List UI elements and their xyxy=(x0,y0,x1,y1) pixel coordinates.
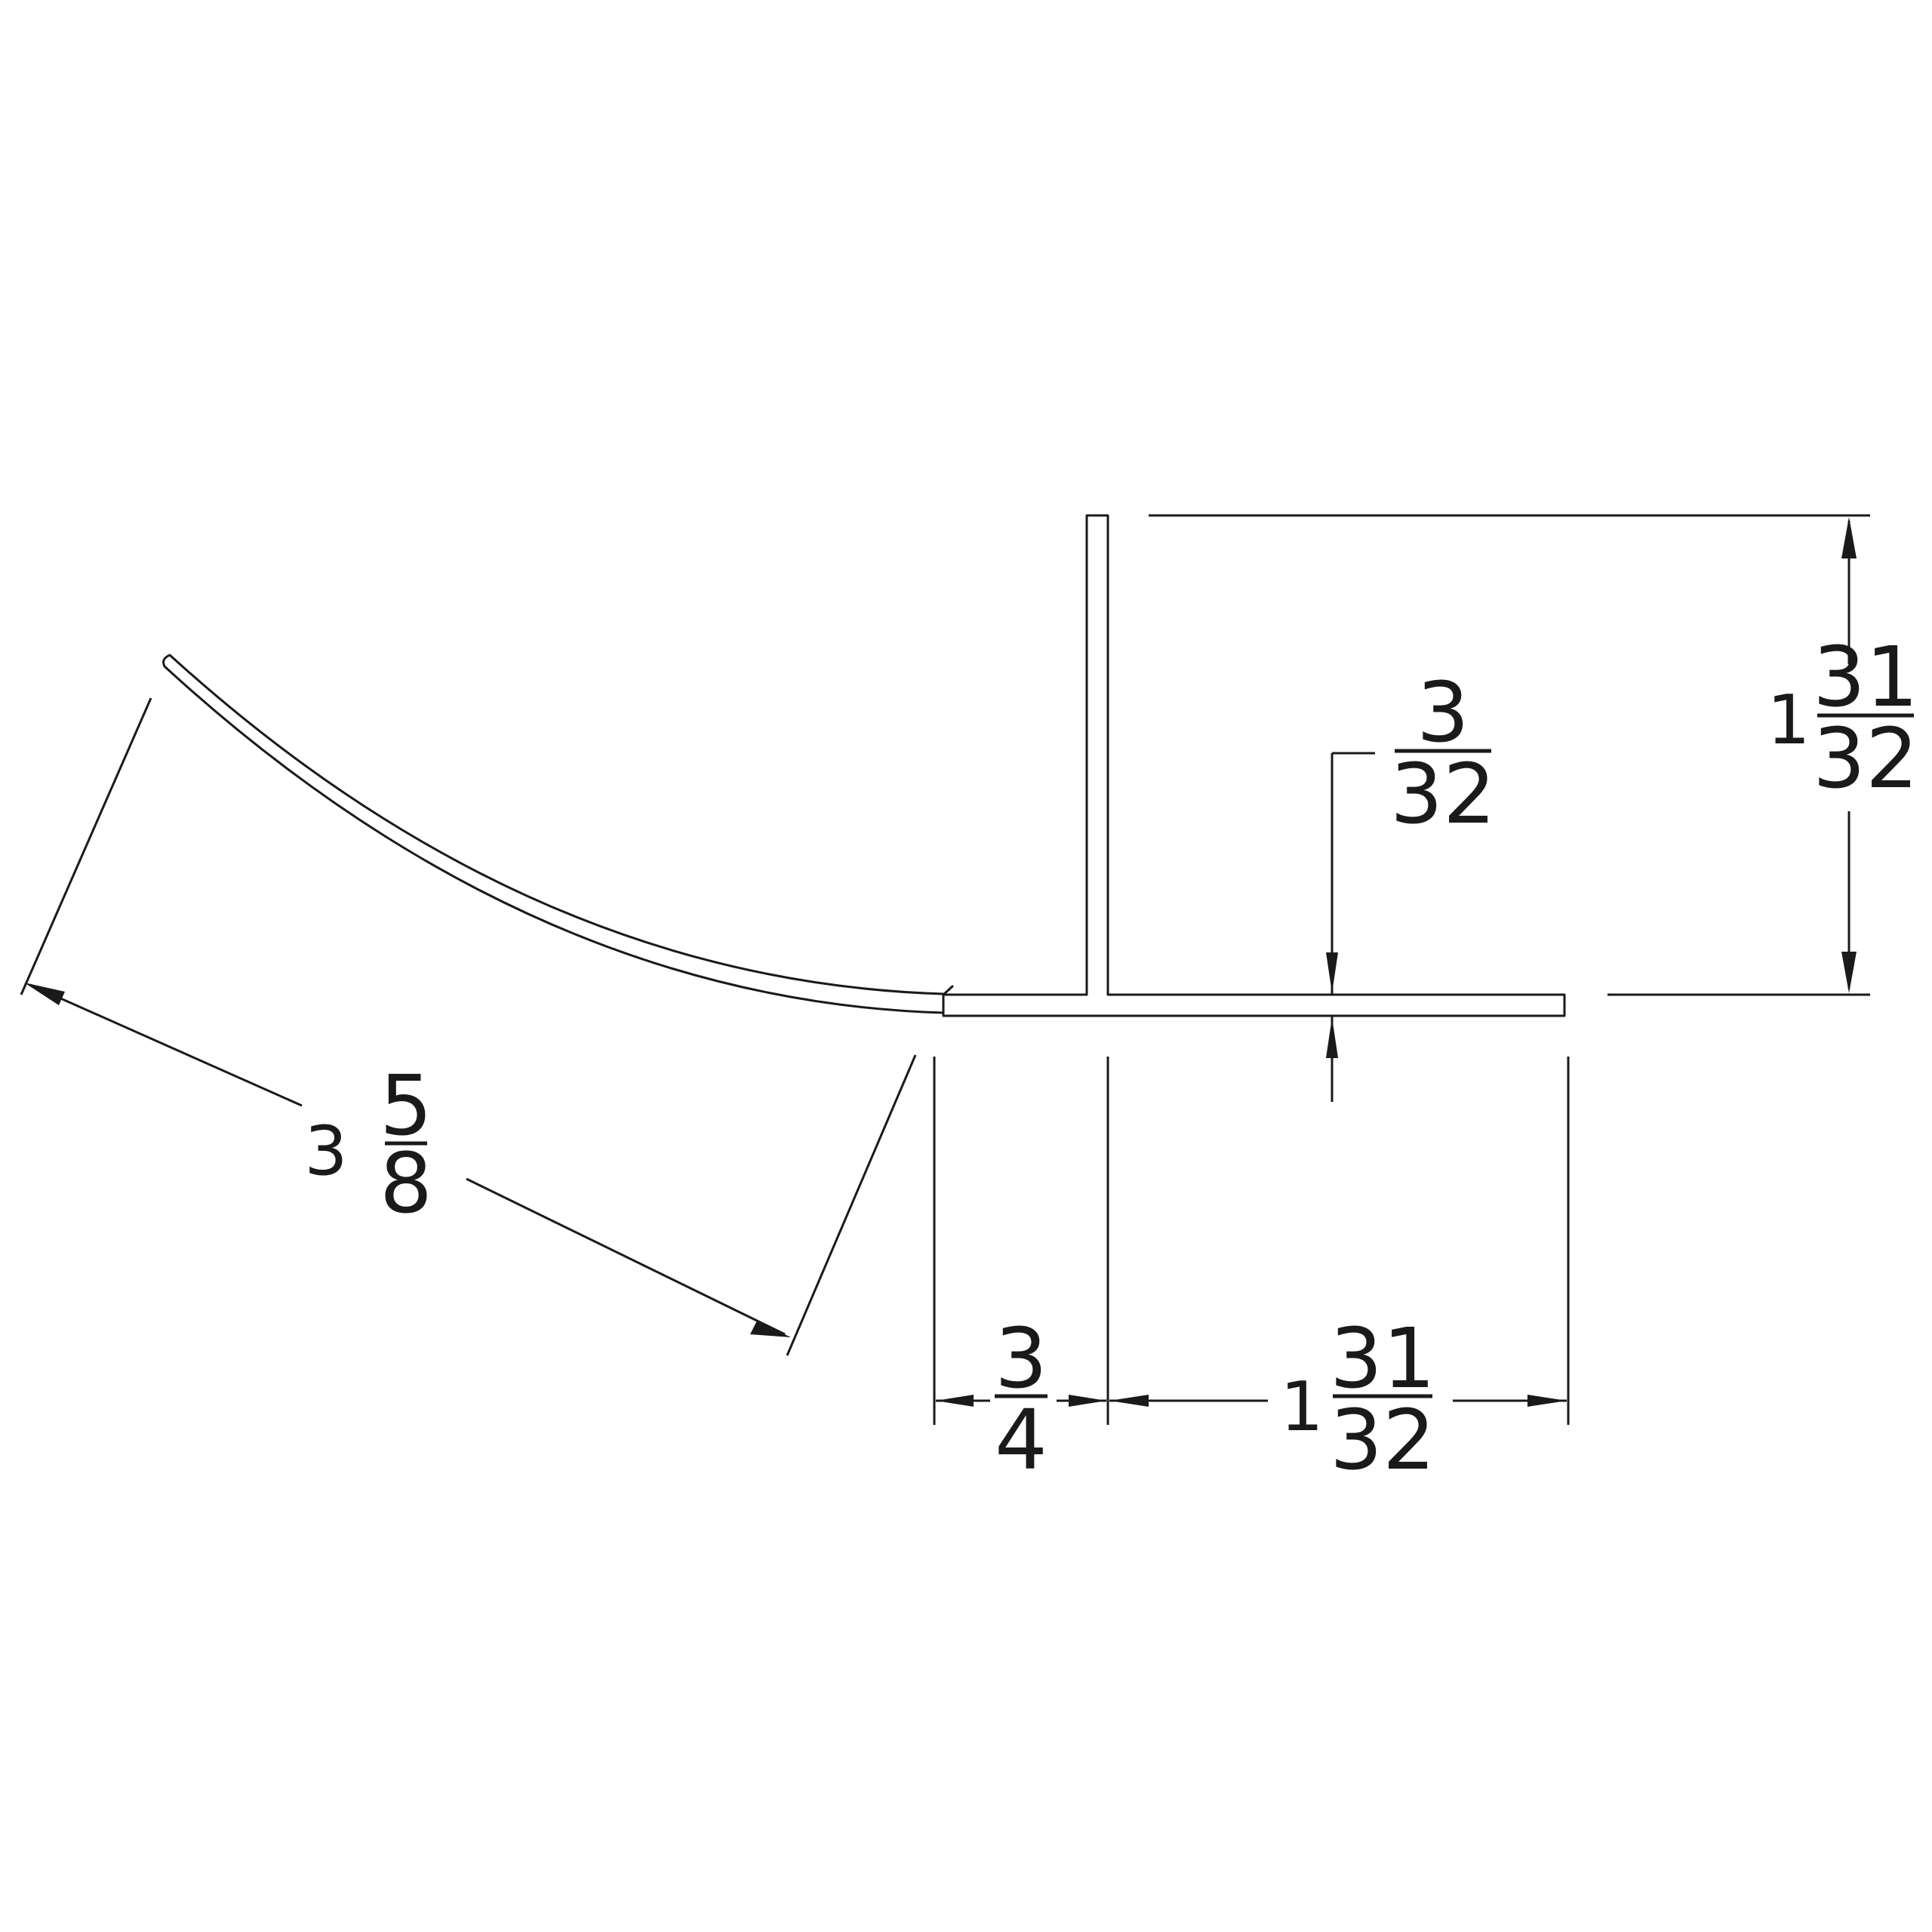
dimension-line xyxy=(466,1177,786,1336)
dimension-numerator: 5 xyxy=(380,1057,432,1154)
dimension-line xyxy=(29,983,303,1107)
arrowhead xyxy=(1326,952,1338,993)
profile-outline xyxy=(162,514,1566,1017)
dimension-whole: 3 xyxy=(304,1112,347,1191)
dimension-numerator: 3 xyxy=(1417,664,1469,761)
arrowhead xyxy=(1069,1395,1106,1407)
dimension-numerator: 31 xyxy=(1813,629,1918,725)
dimension-curved-flange: 3 5 8 xyxy=(20,697,917,1356)
arrowhead xyxy=(1109,1395,1149,1407)
dimension-right-flange: 1 31 32 xyxy=(1109,1057,1570,1488)
extension-line xyxy=(20,697,152,995)
dimension-numerator: 31 xyxy=(1330,1310,1435,1407)
curved-flange xyxy=(162,654,945,1014)
arrowhead xyxy=(24,983,65,1005)
dimension-denominator: 32 xyxy=(1390,746,1496,842)
arrowhead xyxy=(1841,952,1857,993)
dimension-denominator: 32 xyxy=(1813,710,1918,807)
dimension-left-flange: 3 4 xyxy=(933,1057,1109,1488)
arrowhead xyxy=(936,1395,974,1407)
dimension-denominator: 32 xyxy=(1330,1392,1435,1488)
arrowhead xyxy=(1841,517,1857,558)
flange-joint xyxy=(942,985,954,996)
base-flange xyxy=(942,514,1566,1017)
arrowhead xyxy=(750,1321,791,1337)
extension-line xyxy=(786,1054,917,1356)
dimension-thickness: 3 32 xyxy=(1326,664,1496,1102)
dimension-numerator: 3 xyxy=(995,1310,1048,1407)
dimension-whole: 1 xyxy=(1280,1367,1323,1447)
dimension-denominator: 8 xyxy=(380,1135,432,1232)
arrowhead xyxy=(1527,1395,1567,1407)
dimension-whole: 1 xyxy=(1767,681,1810,760)
dimension-denominator: 4 xyxy=(995,1392,1048,1488)
arrowhead xyxy=(1326,1017,1338,1058)
dimension-stem-height: 1 31 32 xyxy=(1149,514,1918,996)
